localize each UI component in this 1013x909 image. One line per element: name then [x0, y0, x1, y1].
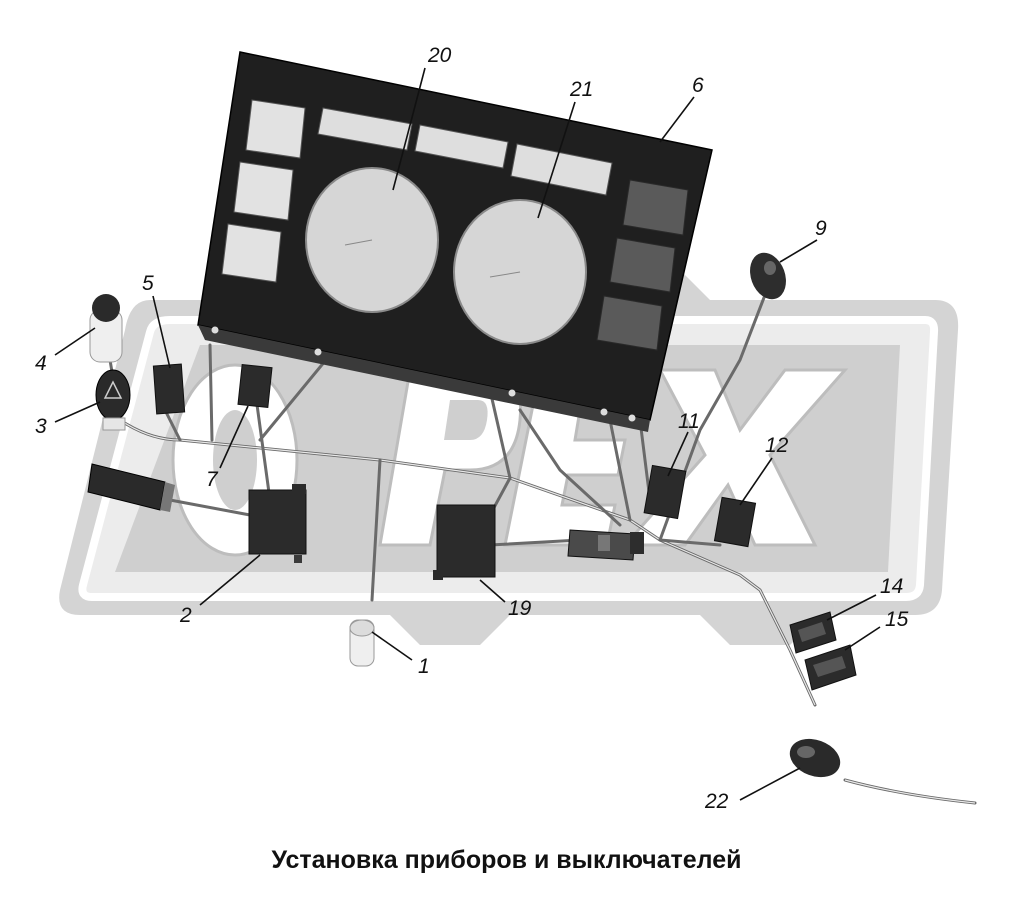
callout-9: 9	[815, 217, 827, 240]
callout-6: 6	[692, 74, 704, 97]
central-connector	[567, 529, 644, 561]
unit-2	[248, 484, 307, 563]
switch-5	[152, 363, 186, 415]
callout-11: 11	[678, 410, 700, 433]
callout-22: 22	[704, 790, 729, 813]
callout-21: 21	[569, 78, 593, 101]
switch-7	[237, 363, 273, 409]
sensor-22	[789, 738, 841, 778]
callout-12: 12	[765, 434, 789, 457]
callout-14: 14	[880, 575, 903, 598]
callout-19: 19	[508, 597, 532, 620]
callout-1: 1	[418, 655, 430, 678]
switch-block-14-15	[789, 611, 857, 691]
round-button-4	[89, 294, 123, 363]
instrument-cluster	[197, 51, 713, 432]
callout-3: 3	[35, 415, 47, 438]
connector-left	[87, 463, 175, 512]
unit-19	[433, 504, 496, 580]
switch-12	[713, 496, 757, 548]
callout-5: 5	[142, 272, 154, 295]
callout-15: 15	[885, 608, 909, 631]
callout-2: 2	[179, 604, 192, 627]
callout-labels: 20 21 6 9 5 4 3 7 11 12 14 15 2 19 1 22	[35, 44, 909, 813]
callout-20: 20	[427, 44, 452, 67]
sensor-9	[750, 252, 786, 300]
callout-7: 7	[206, 468, 219, 491]
hazard-switch-3	[95, 369, 131, 431]
leader-lines	[54, 67, 881, 801]
diagram-caption: Установка приборов и выключателей	[271, 846, 742, 874]
callout-4: 4	[35, 352, 47, 375]
lamp-1	[349, 619, 375, 667]
switch-11	[643, 464, 687, 520]
